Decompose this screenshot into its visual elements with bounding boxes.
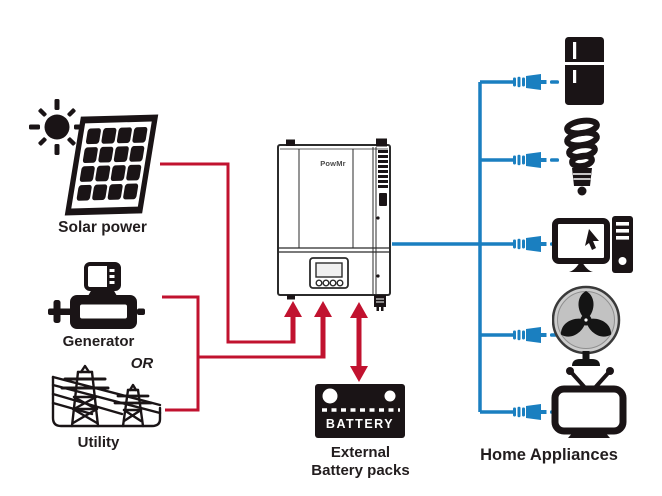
- home-appliances-label: Home Appliances: [480, 446, 618, 464]
- battery-caption-line1: External: [330, 444, 391, 461]
- tv-icon: [551, 367, 627, 438]
- solar-panel-icon: [64, 114, 159, 216]
- solar-to-inverter-line: [160, 162, 293, 344]
- utility-label: Utility: [77, 434, 120, 451]
- power-plug-icon: [513, 74, 559, 90]
- cursor-arrow-icon: [585, 229, 599, 250]
- inverter-unit: [277, 138, 391, 311]
- cfl-bulb-icon: [564, 117, 600, 196]
- inverter-terminal: [374, 295, 386, 311]
- dc-input-lines: [160, 162, 323, 412]
- solar-arrow-shaft: [290, 314, 296, 344]
- input-arrows: [284, 301, 368, 382]
- battery-arrow-shaft: [356, 315, 362, 369]
- battery-arrow-head-down: [350, 366, 368, 382]
- ac-output-lines: [392, 80, 513, 414]
- power-plug-icon: [513, 152, 559, 168]
- generator-label: Generator: [62, 333, 135, 350]
- refrigerator-icon: [565, 37, 604, 105]
- utility-pole-icon: [51, 364, 162, 428]
- battery-icon: [315, 384, 405, 438]
- fan-icon: [552, 285, 621, 366]
- battery-caption-line2: Battery packs: [311, 462, 410, 479]
- or-label: OR: [130, 355, 154, 372]
- solar-arrow-head: [284, 301, 302, 317]
- ac-arrow-shaft: [320, 314, 326, 359]
- ac-arrow-head: [314, 301, 332, 317]
- battery-device-label: BATTERY: [325, 417, 395, 431]
- battery-caption: External Battery packs: [288, 444, 433, 480]
- inverter-brand-logo: PowMr: [320, 159, 346, 168]
- computer-icon: [552, 216, 633, 273]
- generator-icon: [48, 262, 145, 329]
- inverter-display: [309, 257, 349, 289]
- battery-arrow-head-up: [350, 302, 368, 318]
- heatsink-fins: [376, 150, 388, 278]
- solar-power-label: Solar power: [58, 219, 147, 236]
